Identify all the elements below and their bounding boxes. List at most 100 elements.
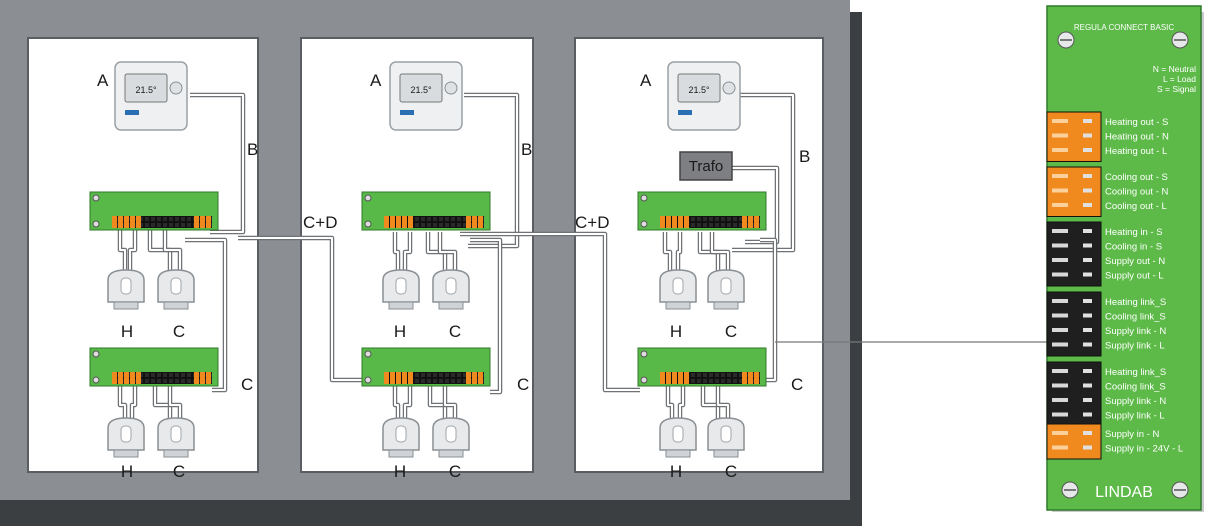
panel-terminal-slot (1052, 328, 1068, 332)
actuator-base (713, 449, 739, 458)
label-cooling-4: C (173, 462, 185, 481)
label-cable-1: C (241, 375, 253, 394)
panel-terminal-slot (1052, 412, 1068, 417)
actuator-2 (157, 269, 195, 310)
label-cooling-1: C (173, 322, 185, 341)
board-terminal-orange (478, 372, 483, 384)
actuator-base (713, 301, 739, 310)
board-terminal-orange (754, 216, 759, 228)
controller-board-2 (361, 191, 491, 231)
board-terminal-orange (742, 372, 747, 384)
label-heating-1: H (121, 322, 133, 341)
actuator-12 (707, 417, 745, 458)
room-3-wall (574, 37, 824, 473)
actuator-1 (107, 269, 145, 310)
thermostat-button (169, 81, 183, 95)
thermostat-logo (400, 110, 414, 115)
board-terminal-orange (742, 216, 747, 228)
actuator-cable-24-a-core (717, 385, 729, 425)
board-terminal-orange (384, 372, 389, 384)
board-terminal-orange (466, 372, 471, 384)
actuator-window (170, 277, 182, 295)
panel-terminal-label: Cooling out - S (1105, 172, 1168, 183)
board-screw (640, 350, 648, 358)
panel-terminal-pin (1083, 398, 1092, 402)
board-screw (364, 376, 372, 384)
label-cooling-2: C (449, 322, 461, 341)
actuator-8 (157, 417, 195, 458)
panel-terminal-pin (1083, 383, 1092, 388)
panel-terminal-label: Supply link - N (1105, 396, 1166, 407)
board-terminal-orange (194, 216, 199, 228)
actuator-9 (382, 417, 420, 458)
label-thermostat-2: A (370, 71, 382, 90)
board-terminal-orange (206, 216, 211, 228)
actuator-cable-16-a-core (169, 385, 181, 425)
actuator-cable-18-a-core (404, 385, 411, 425)
panel-brand: LINDAB (1095, 484, 1153, 501)
panel-terminal-label: Cooling out - L (1105, 201, 1167, 212)
actuator-base (665, 301, 691, 310)
board-terminal-orange (660, 372, 665, 384)
panel-terminal-slot (1052, 342, 1068, 347)
panel-terminal-slot (1052, 369, 1068, 373)
panel-terminal-slot (1052, 174, 1068, 178)
actuator-cable-5-a-core (394, 232, 399, 278)
board-terminal-orange (200, 372, 205, 384)
panel-terminal-slot (1052, 243, 1068, 248)
board-terminal-orange (130, 372, 135, 384)
label-link-2: C+D (575, 213, 609, 232)
board-terminal-orange (748, 372, 753, 384)
link-cable-room2-core (470, 239, 501, 393)
board-terminal-orange (200, 216, 205, 228)
device-layer: 21.5°21.5°21.5° (89, 61, 767, 458)
actuator-4 (432, 269, 470, 310)
panel-terminal-pin (1083, 272, 1092, 277)
panel-terminal-slot (1052, 258, 1068, 262)
actuator-window (120, 277, 132, 295)
label-bus-3: B (799, 147, 810, 166)
panel-terminal-pin (1083, 299, 1092, 303)
actuator-cable-22-a-core (679, 385, 684, 425)
board-terminal-orange (672, 216, 677, 228)
thermostat-screen (124, 73, 168, 103)
panel-terminal-block-6 (1046, 423, 1102, 460)
wiring-network (117, 92, 1050, 425)
panel-terminal-label: Supply link - L (1105, 341, 1165, 352)
actuator-6 (707, 269, 745, 310)
panel-legend-2: L = Load (1163, 74, 1196, 84)
board-terminal-orange (660, 216, 665, 228)
board-terminal-orange (684, 372, 689, 384)
panel-terminal-label: Heating in - S (1105, 227, 1163, 238)
board-screw (92, 350, 100, 358)
label-cable-2: C (517, 375, 529, 394)
panel-terminal-label: Heating link_S (1105, 297, 1166, 308)
actuator-window (395, 425, 407, 443)
board-terminal-orange (748, 216, 753, 228)
panel-terminal-pin (1083, 445, 1092, 450)
actuator-window (395, 277, 407, 295)
actuator-cable-6-a-core (404, 232, 411, 278)
board-terminal-orange (390, 372, 395, 384)
board-terminal-orange (206, 372, 211, 384)
actuator-cable-19-a-core (429, 385, 446, 425)
board-terminal-orange (754, 372, 759, 384)
label-cooling-6: C (725, 462, 737, 481)
actuator-cable-8-a-core (439, 232, 456, 278)
thermostat-button (722, 81, 736, 95)
thermostat-display-text: 21.5° (410, 85, 432, 95)
board-terminal-orange (112, 216, 117, 228)
panel-terminal-pin (1083, 342, 1092, 347)
panel-terminal-slot (1052, 383, 1068, 388)
panel-terminal-label: Cooling link_S (1105, 382, 1166, 393)
board-terminal-orange (478, 216, 483, 228)
controller-board-5 (361, 347, 491, 387)
board-terminal-orange (402, 372, 407, 384)
actuator-cable-1-a-core (119, 230, 126, 278)
actuator-11 (659, 417, 697, 458)
panel-terminal-pin (1083, 203, 1092, 207)
board-terminal-orange (390, 216, 395, 228)
thermostat-button (444, 81, 458, 95)
board-terminal-orange (384, 216, 389, 228)
